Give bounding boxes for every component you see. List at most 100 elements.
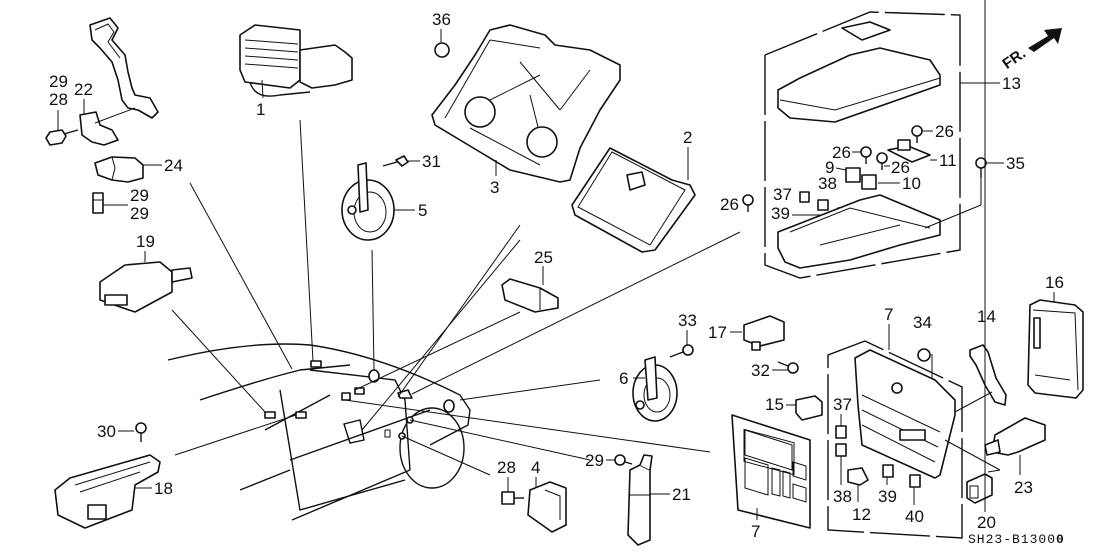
callout-29-mid: 3029 [585,451,604,470]
part-1-control-unit[interactable] [239,24,353,97]
part-24-relay[interactable] [94,156,144,183]
callout-21: 21 [672,485,691,504]
part-25-relay[interactable] [501,278,559,313]
callout-37-a: 37 [773,185,792,204]
part-23-relay[interactable] [984,417,1046,456]
part-9-relay[interactable] [845,167,861,183]
fuse-box-group-frame [764,11,961,279]
callout-39-b: 39 [878,487,897,506]
part-31-bolt[interactable] [382,155,409,167]
callout-23: 23 [1014,478,1033,497]
part-15-relay[interactable] [795,395,823,421]
part-8-fuse-label-cover[interactable] [731,414,811,529]
part-7-interior-fuse-box[interactable] [854,349,956,479]
front-arrow-icon [1028,28,1062,52]
callout-31: 31 [422,152,441,171]
callout-17: 17 [708,323,727,342]
part-3-bracket-plate[interactable] [431,24,621,183]
part-26-bolt-b[interactable] [860,146,872,164]
part-12-fuse-puller[interactable] [847,467,869,486]
drawing-code: SH23-B13000 [968,532,1065,547]
part-18-connector-unit[interactable] [54,454,161,529]
callout-10: 10 [902,174,921,193]
callout-6: 6 [619,369,628,388]
part-22-bracket[interactable] [79,17,159,146]
callout-36: 36 [432,10,451,29]
part-19-control-unit[interactable] [99,261,193,313]
part-32-bolt[interactable] [777,361,799,374]
part-39-fuse-b[interactable] [882,464,894,478]
callout-37-b: 37 [833,395,852,414]
callout-34: 35 [1006,154,1025,173]
part-10-relay[interactable] [861,174,877,190]
callout-12: 12 [852,505,871,524]
callout-30: 30 [97,422,116,441]
callout-20: 20 [977,513,996,532]
vehicle-body-outline [167,343,471,521]
part-20-relay[interactable] [966,473,993,504]
part-29-nut[interactable] [614,454,633,466]
part-16-control-module[interactable] [1027,299,1084,399]
callout-15: 15 [765,395,784,414]
callout-1: 1 [256,100,265,119]
part-fuse-box-base[interactable] [777,194,941,269]
callout-7: 77 [884,305,893,324]
part-13-fuse-box-cover[interactable] [777,21,941,123]
callout-29-top: 28 [49,90,68,109]
part-38-fuse-b[interactable] [835,443,847,457]
part-2-ecu-module[interactable] [571,147,696,253]
part-38-fuse-a[interactable] [817,199,829,211]
callout-26-c: 26 [891,158,910,177]
callout-28-top: 29 [49,72,68,91]
part-37-fuse-b[interactable] [835,425,847,439]
front-direction-indicator: FR. [999,28,1062,73]
callout-18: 18 [154,479,173,498]
part-40-fuse[interactable] [909,474,921,488]
leader-lines [171,119,741,476]
part-26-bolt-c[interactable] [876,152,888,170]
callout-26-b: 26 [832,143,851,162]
callout-19: 19 [136,232,155,251]
part-21-relay[interactable] [627,454,653,546]
part-33-bolt[interactable] [669,344,694,358]
callout-38-b: 38 [833,487,852,506]
callout-2: 2 [683,128,692,147]
part-11-relay-block[interactable] [887,139,931,163]
callout-38-a: 38 [818,174,837,193]
callout-35: 34 [913,313,932,332]
interior-fuse-box-frame [827,340,963,539]
part-4-switch[interactable] [527,481,567,533]
part-14-bracket[interactable] [969,344,1007,406]
part-6-horn[interactable] [632,356,678,422]
callout-28-lower: 29 [130,186,149,205]
callout-8: 7 [751,522,760,541]
callout-16: 16 [1045,273,1064,292]
callout-29-lower: 29 [130,204,149,223]
part-26-bolt-d[interactable] [742,194,754,212]
part-17-relay[interactable] [743,315,785,351]
svg-text:FR.: FR. [999,45,1029,73]
callout-32: 32 [751,361,770,380]
part-27-nut[interactable] [501,491,524,505]
part-28-29-bolt-top[interactable] [45,129,79,146]
callout-4: 4 [531,458,540,477]
part-5-horn[interactable] [341,162,395,241]
part-35-nut[interactable] [917,348,931,362]
callout-26-d: 26 [720,195,739,214]
callout-22: 22 [74,80,93,99]
callout-39-a: 39 [771,204,790,223]
part-36-nut[interactable] [434,42,450,58]
part-37-fuse-a[interactable] [799,191,810,203]
callout-11: 11 [939,151,957,170]
callout-27: 28 [497,458,516,477]
callout-3: 3 [490,178,499,197]
part-26-bolt-a[interactable] [911,125,923,143]
callout-5: 5 [418,201,427,220]
callout-25: 25 [534,248,553,267]
callout-14: 14 [977,307,996,326]
callout-33: 33 [678,311,697,330]
part-30-bolt[interactable] [135,422,147,442]
part-28-29-bolt-lower[interactable] [92,192,104,214]
callout-40: 40 [905,507,924,526]
